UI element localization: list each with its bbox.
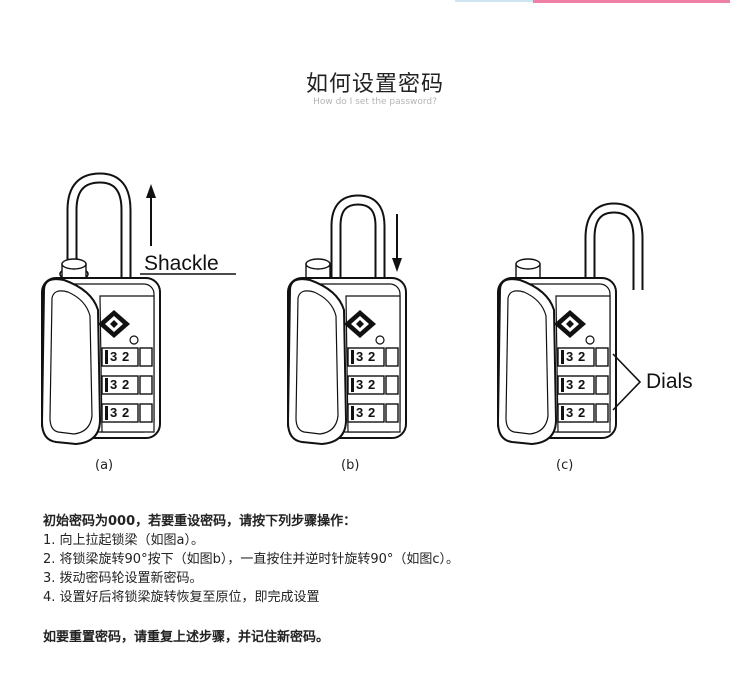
dial-digit: 3 xyxy=(356,405,364,420)
instruction-step-1: 1. 向上拉起锁梁（如图a）。 xyxy=(43,533,205,548)
padlock-c xyxy=(497,202,644,445)
figure-label-a: (a) xyxy=(95,458,114,473)
dial-digit: 2 xyxy=(368,349,376,364)
top-accent-blue xyxy=(455,0,533,2)
dial-digit: 2 xyxy=(122,349,130,364)
reset-note: 如要重置密码，请重复上述步骤，并记住新密码。 xyxy=(43,630,330,645)
padlock-b xyxy=(287,194,407,445)
shackle-callout: Shackle xyxy=(144,252,219,275)
dial-digit: 2 xyxy=(122,377,130,392)
dial-digit: 3 xyxy=(566,349,574,364)
top-accent-pink xyxy=(533,0,730,3)
dial-digit: 2 xyxy=(368,377,376,392)
padlock-a xyxy=(41,172,161,445)
dial-digit: 2 xyxy=(368,405,376,420)
dials-callout: Dials xyxy=(646,370,693,393)
dial-digit: 2 xyxy=(578,349,586,364)
dial-digit: 3 xyxy=(110,377,118,392)
instructions-block: 初始密码为000，若要重设密码，请按下列步骤操作： 1. 向上拉起锁梁（如图a）… xyxy=(43,512,723,607)
dial-digit: 3 xyxy=(110,349,118,364)
figure-label-b: (b) xyxy=(341,458,360,473)
dial-digit: 3 xyxy=(356,349,364,364)
instructions-heading: 初始密码为000，若要重设密码，请按下列步骤操作： xyxy=(43,514,357,529)
dial-digit: 3 xyxy=(566,377,574,392)
padlock-drawings xyxy=(41,172,644,445)
top-accent-bar xyxy=(0,0,750,4)
page-subtitle: How do I set the password? xyxy=(313,97,437,107)
dial-digit: 3 xyxy=(356,377,364,392)
dial-digit: 3 xyxy=(110,405,118,420)
dial-digit: 3 xyxy=(566,405,574,420)
instruction-step-4: 4. 设置好后将锁梁旋转恢复至原位，即完成设置 xyxy=(43,590,320,605)
dial-digit: 2 xyxy=(578,377,586,392)
figure-label-c: (c) xyxy=(556,458,574,473)
dial-digit: 2 xyxy=(578,405,586,420)
page-title: 如何设置密码 xyxy=(305,72,444,97)
dial-digit: 2 xyxy=(122,405,130,420)
padlock-illustrations xyxy=(0,150,750,480)
instruction-step-3: 3. 拨动密码轮设置新密码。 xyxy=(43,571,203,586)
instruction-step-2: 2. 将锁梁旋转90°按下（如图b），一直按住并逆时针旋转90°（如图c）。 xyxy=(43,552,460,567)
